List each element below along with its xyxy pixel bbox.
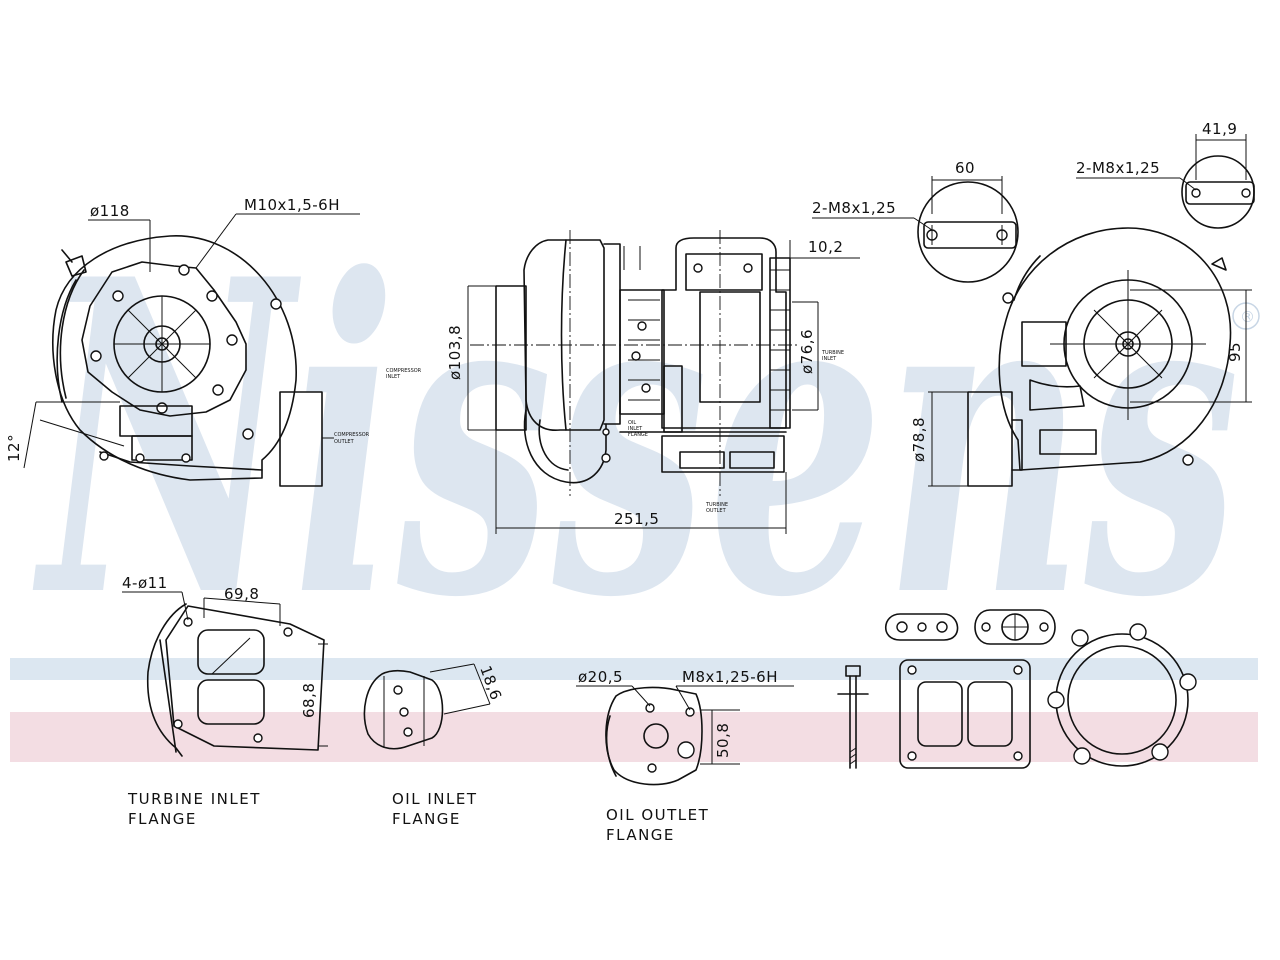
oil-outlet-flange bbox=[576, 685, 794, 786]
gasket-turbine-inlet bbox=[899, 659, 1031, 769]
dim-m8a: 2-M8x1,25 bbox=[812, 199, 896, 217]
turbine-view-right bbox=[928, 227, 1252, 487]
gasket-set bbox=[837, 609, 1197, 769]
watermark-stripe-red bbox=[10, 712, 1258, 762]
dim-m10: M10x1,5-6H bbox=[244, 196, 340, 214]
dim-off102: 10,2 bbox=[808, 238, 843, 256]
dim-angle12: 12° bbox=[5, 434, 23, 462]
dim-w698: 69,8 bbox=[224, 585, 259, 603]
dim-m8c: M8x1,25-6H bbox=[682, 668, 778, 686]
registered-mark: ® bbox=[1240, 308, 1255, 326]
label-turbine-inlet-1: TURBINE INLET bbox=[127, 790, 261, 808]
dim-d788: ø78,8 bbox=[910, 417, 928, 462]
svg-text:OUTLET: OUTLET bbox=[706, 508, 727, 514]
svg-text:COMPRESSOR: COMPRESSOR bbox=[386, 368, 422, 374]
dim-d205: ø20,5 bbox=[578, 668, 623, 686]
svg-text:TURBINE: TURBINE bbox=[705, 502, 728, 508]
dim-d76: ø76,6 bbox=[798, 329, 816, 374]
dim-h688: 68,8 bbox=[300, 683, 318, 718]
gasket-turbine-outlet bbox=[1047, 623, 1197, 767]
label-oil-outlet-2: FLANGE bbox=[606, 826, 675, 844]
dim-h508: 50,8 bbox=[714, 723, 732, 758]
svg-text:OUTLET: OUTLET bbox=[334, 439, 355, 445]
bolt bbox=[837, 665, 869, 769]
svg-text:TURBINE: TURBINE bbox=[821, 350, 844, 356]
dim-d419: 41,9 bbox=[1202, 120, 1237, 138]
dim-h95: 95 bbox=[1226, 342, 1244, 362]
turbine-inlet-flange bbox=[122, 591, 328, 757]
label-turbine-inlet-2: FLANGE bbox=[128, 810, 197, 828]
dim-len251: 251,5 bbox=[614, 510, 659, 528]
label-oil-outlet-1: OIL OUTLET bbox=[606, 806, 709, 824]
svg-text:COMPRESSOR: COMPRESSOR bbox=[334, 432, 370, 438]
oil-inlet-flange bbox=[363, 663, 491, 750]
label-oil-inlet-2: FLANGE bbox=[392, 810, 461, 828]
front-view-left: COMPRESSOR OUTLET bbox=[23, 213, 370, 487]
watermark: Nissens ® bbox=[10, 187, 1260, 762]
svg-text:INLET: INLET bbox=[628, 426, 643, 432]
gasket-oil-inlet bbox=[885, 613, 959, 641]
svg-text:INLET: INLET bbox=[386, 374, 401, 380]
svg-text:FLANGE: FLANGE bbox=[628, 432, 648, 438]
dim-holes4: 4-ø11 bbox=[122, 574, 168, 592]
dim-d60: 60 bbox=[955, 159, 975, 177]
watermark-text: Nissens bbox=[31, 187, 1240, 692]
dim-d118: ø118 bbox=[90, 202, 130, 220]
detail-circle-a bbox=[812, 176, 1019, 283]
svg-text:INLET: INLET bbox=[822, 356, 837, 362]
detail-circle-b bbox=[1076, 134, 1255, 229]
gasket-oil-outlet bbox=[974, 609, 1056, 645]
dim-d103: ø103,8 bbox=[446, 325, 464, 380]
svg-text:OIL: OIL bbox=[628, 420, 636, 426]
side-view-center: COMPRESSOR INLET OIL INLET FLANGE TURBIN… bbox=[386, 230, 860, 534]
dim-m8b: 2-M8x1,25 bbox=[1076, 159, 1160, 177]
label-oil-inlet-1: OIL INLET bbox=[392, 790, 478, 808]
